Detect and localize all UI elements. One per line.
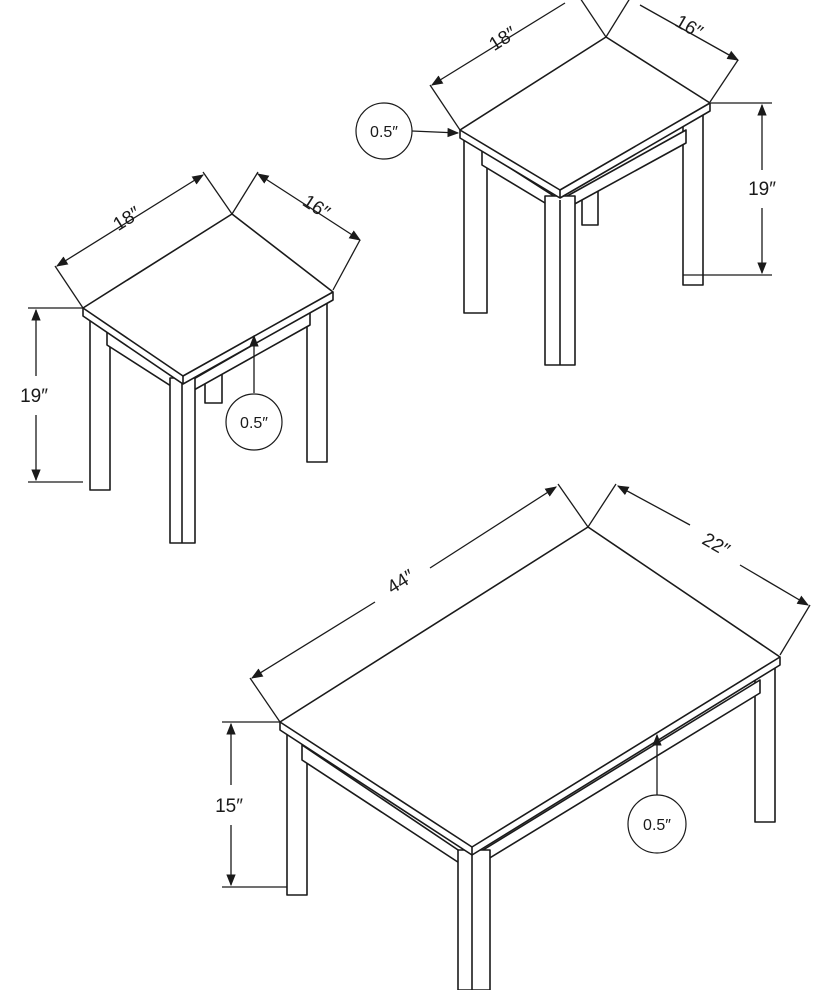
coffee-table-width-label: 22″	[698, 529, 733, 561]
coffee-table	[279, 526, 781, 990]
end-table-left-length-label: 18″	[110, 203, 145, 236]
coffee-table-thickness-label: 0.5″	[643, 817, 671, 834]
end-table-left-thickness-label: 0.5″	[240, 415, 268, 432]
end-table-left	[82, 213, 334, 544]
coffee-table-height-label: 15″	[215, 796, 243, 817]
end-table-right	[459, 36, 711, 366]
end-table-left-height-label: 19″	[20, 386, 48, 407]
end-table-right-length-label: 18″	[486, 23, 521, 56]
end-table-right-thickness-label: 0.5″	[370, 124, 398, 141]
end-table-right-height-label: 19″	[748, 179, 776, 200]
coffee-table-length-label: 44″	[384, 566, 419, 599]
